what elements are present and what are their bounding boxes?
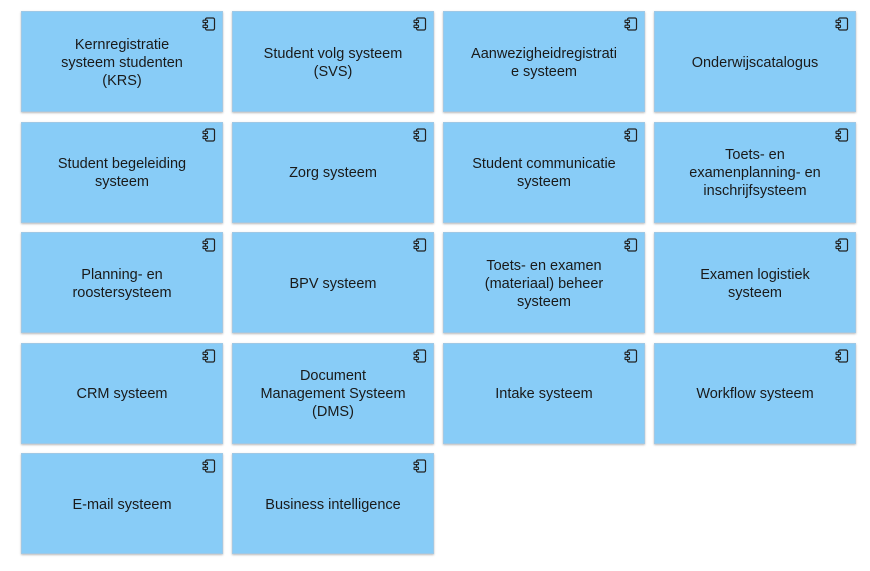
component-icon (624, 17, 638, 31)
application-component-label: Toets- en examen (materiaal) beheer syst… (484, 257, 604, 310)
application-component-label: Student communicatie systeem (472, 156, 616, 190)
application-component-box[interactable]: Planning- en roostersysteem (21, 232, 223, 333)
application-component-label: CRM systeem (76, 386, 168, 402)
component-icon (624, 238, 638, 252)
application-component-box[interactable]: Toets- en examen (materiaal) beheer syst… (443, 232, 645, 333)
application-component-label: Onderwijscatalogus (691, 54, 819, 71)
application-component-label: Toets- en examenplanning- en inschrijfsy… (689, 147, 821, 199)
component-icon (202, 127, 216, 142)
component-icon (413, 348, 427, 363)
component-icon (202, 17, 216, 31)
application-component-label: Student volg systeem (SVS) (263, 45, 403, 80)
application-component-box[interactable]: Aanwezigheidregistrati e systeem (443, 11, 645, 112)
application-component-label: Aanwezigheidregistrati e systeem (471, 45, 617, 80)
application-component-box[interactable]: Kernregistratie systeem studenten (KRS) (21, 11, 223, 112)
application-component-box[interactable]: Onderwijscatalogus (654, 11, 856, 112)
component-icon (835, 17, 849, 31)
application-component-label: BPV systeem (289, 275, 377, 292)
component-icon (202, 459, 216, 473)
application-component-box[interactable]: E-mail systeem (21, 453, 223, 554)
application-component-box[interactable]: Intake systeem (443, 342, 645, 444)
application-component-label: Zorg systeem (289, 165, 377, 181)
application-component-box[interactable]: Student communicatie systeem (443, 121, 645, 223)
component-icon (835, 238, 849, 252)
application-component-box[interactable]: Student begeleiding systeem (21, 121, 223, 223)
component-icon (624, 127, 638, 142)
component-icon (413, 127, 427, 142)
application-component-label: Business intelligence (265, 496, 401, 513)
application-component-box[interactable]: BPV systeem (232, 232, 434, 333)
application-component-box[interactable]: Student volg systeem (SVS) (232, 11, 434, 112)
component-icon (413, 238, 427, 252)
application-component-label: Workflow systeem (696, 386, 814, 402)
application-component-grid: Kernregistratie systeem studenten (KRS) S… (21, 11, 856, 554)
application-component-label: Intake systeem (495, 386, 593, 402)
component-icon (835, 348, 849, 363)
component-icon (624, 348, 638, 363)
component-icon (413, 17, 427, 31)
application-component-box[interactable]: Business intelligence (232, 453, 434, 554)
application-component-label: Examen logistiek systeem (700, 266, 810, 301)
component-icon (835, 127, 849, 142)
application-component-label: Planning- en roostersysteem (72, 266, 172, 301)
application-component-label: Kernregistratie systeem studenten (KRS) (61, 36, 183, 89)
application-component-box[interactable]: Document Management Systeem (DMS) (232, 342, 434, 444)
application-component-label: Document Management Systeem (DMS) (260, 368, 406, 420)
application-component-label: E-mail systeem (72, 496, 172, 513)
application-component-box[interactable]: CRM systeem (21, 342, 223, 444)
application-component-box[interactable]: Examen logistiek systeem (654, 232, 856, 333)
component-icon (202, 348, 216, 363)
component-icon (202, 238, 216, 252)
application-component-box[interactable]: Zorg systeem (232, 121, 434, 223)
application-component-label: Student begeleiding systeem (57, 156, 187, 190)
application-component-box[interactable]: Workflow systeem (654, 342, 856, 444)
component-icon (413, 459, 427, 473)
application-component-box[interactable]: Toets- en examenplanning- en inschrijfsy… (654, 121, 856, 223)
